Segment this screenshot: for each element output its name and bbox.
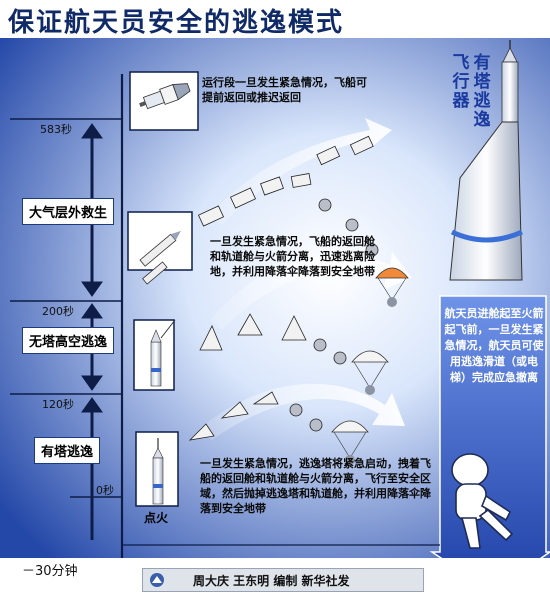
capsule-sequence-descending (318, 198, 379, 257)
parachute-middle (351, 350, 389, 395)
capsule-sequence-lower (188, 391, 323, 441)
astronaut-figure (451, 453, 514, 549)
page-title: 保证航天员安全的逃逸模式 (8, 8, 345, 38)
credit-text: 周大庆 王东明 编制 新华社发 (193, 574, 350, 588)
tick-120s: 120秒 (42, 398, 74, 411)
rocket-no-tower-icon (150, 319, 176, 387)
parachute-upper (375, 267, 409, 307)
ignition-label: 点火 (144, 511, 169, 525)
inset-box-separation (127, 211, 193, 271)
stage-label-no-tower-escape: 无塔高空逃逸 (22, 327, 115, 354)
note-astronaut-evacuation: 航天员进舱起至火箭起飞前，一旦发生紧急情况，航天员可使用逃逸滑道（或电梯）完成应… (444, 307, 544, 384)
escape-arrow-lower (200, 383, 405, 440)
range-arrow-tower (81, 397, 103, 540)
rocket-tower-icon (152, 438, 164, 505)
parachute-lower (331, 420, 369, 465)
tick-200s: 200秒 (42, 305, 74, 318)
stage-label-atmosphere-rescue: 大气层外救生 (22, 198, 115, 225)
escape-arrow-upper (210, 118, 392, 225)
large-spacecraft-with-tower (449, 40, 524, 281)
note-orbit-return: 运行段一旦发生紧急情况，飞船可提前返回或推迟返回 (202, 76, 367, 104)
vertical-label-aircraft: 飞行器 (452, 53, 470, 111)
spacecraft-orbit-icon (139, 83, 191, 110)
stage-label-tower-escape: 有塔逃逸 (34, 437, 101, 464)
escape-arrow-middle (210, 252, 412, 330)
credit-footer: 周大庆 王东明 编制 新华社发 (142, 568, 424, 592)
tick-0s: 0秒 (96, 484, 114, 497)
capsule-sequence-middle (199, 313, 347, 365)
note-separation-escape: 一旦发生紧急情况，飞船的返回舱和轨道舱与火箭分离，迅速逃离险地，并利用降落伞降落… (210, 235, 375, 278)
vertical-label-tower-escape: 有塔逃逸 (473, 53, 491, 130)
xinhua-logo-icon (150, 573, 164, 587)
tick-583s: 583秒 (40, 123, 72, 136)
capsule-sequence-upper (197, 135, 374, 227)
tick-minus-30min: －30分钟 (22, 564, 78, 579)
separation-icon (139, 230, 181, 285)
note-tower-escape: 一旦发生紧急情况，逃逸塔将紧急启动，拽着飞船的返回舱和轨道舱与火箭分离，飞行至安… (200, 457, 431, 515)
